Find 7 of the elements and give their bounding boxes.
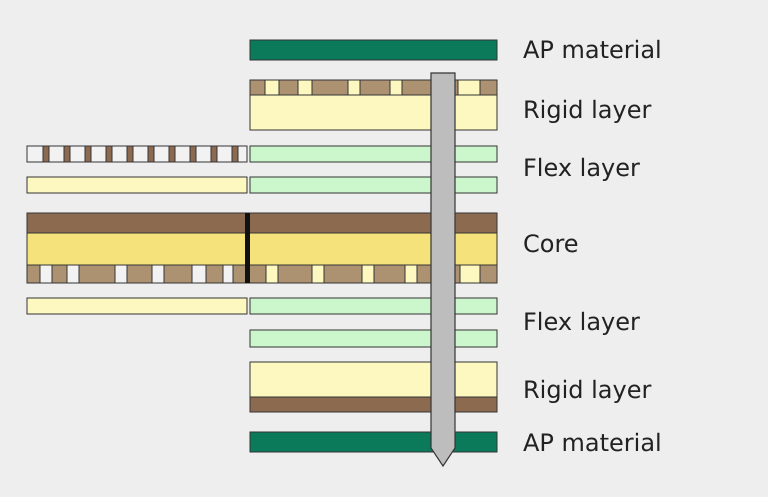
layer-label: AP material	[523, 429, 662, 457]
layer-label: Flex layer	[523, 308, 640, 336]
layer-label: AP material	[523, 36, 662, 64]
layer-label: Core	[523, 230, 579, 258]
layer-label: Rigid layer	[523, 376, 652, 404]
layer-label: Flex layer	[523, 154, 640, 182]
layer-label: Rigid layer	[523, 96, 652, 124]
